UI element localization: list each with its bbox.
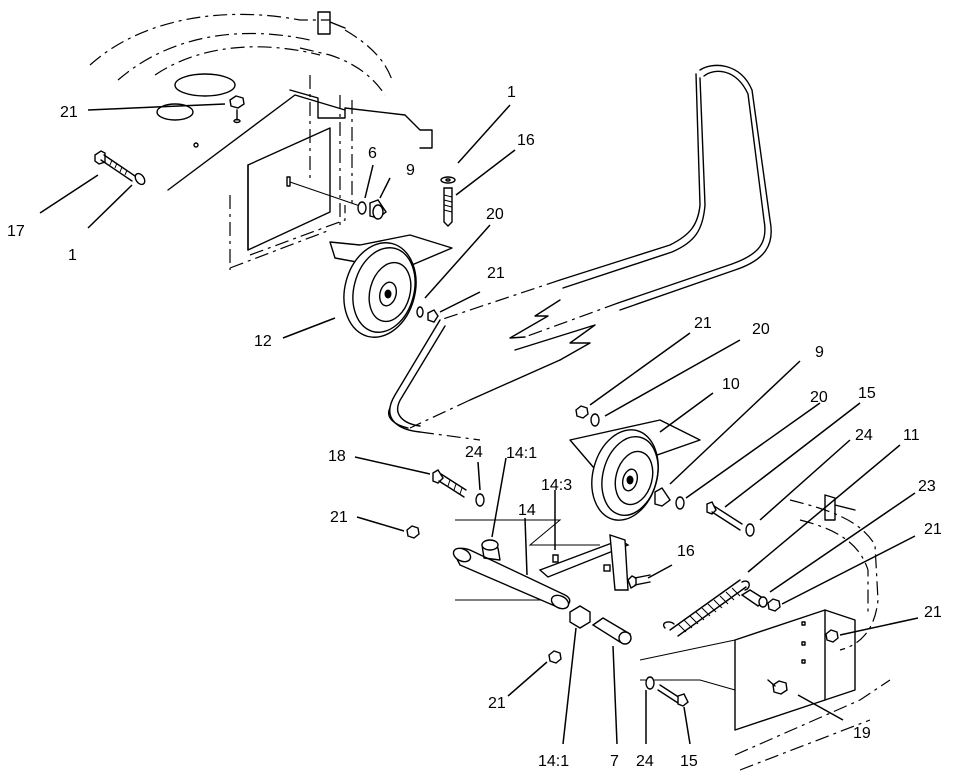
- callout: 23: [918, 478, 936, 495]
- pulley-12: [329, 234, 453, 338]
- bolt-15-bottom: [657, 684, 689, 707]
- callout: 20: [810, 389, 828, 406]
- washer-24-bottom: [645, 676, 655, 690]
- nut-21-far-right: [825, 629, 839, 643]
- nut-19: [767, 679, 788, 695]
- spacer-9-lower: [654, 487, 671, 507]
- callout: 6: [368, 145, 377, 162]
- callout: 7: [610, 753, 619, 770]
- callout: 20: [752, 321, 770, 338]
- washer-24-right: [745, 523, 755, 537]
- spring-11: [663, 579, 750, 637]
- spacer-6: [357, 201, 367, 215]
- idler-arm-14: [452, 519, 630, 610]
- nut-21-right: [767, 598, 781, 612]
- bolt-18: [432, 469, 467, 498]
- drive-belt: [388, 64, 772, 441]
- callout: 11: [903, 427, 920, 444]
- callout: 18: [328, 448, 346, 465]
- callout: 12: [254, 333, 272, 350]
- nut-21-top: [229, 95, 245, 124]
- washer-20-mid: [590, 413, 600, 427]
- upper-frame: [89, 11, 393, 270]
- nut-21-mid: [575, 405, 589, 419]
- nut-21-left: [406, 525, 420, 539]
- washer-20-lower: [675, 496, 685, 510]
- washer-24-left: [475, 493, 485, 507]
- callout: 14:1: [506, 445, 537, 462]
- spacer-23: [740, 589, 768, 608]
- callout: 14:3: [541, 477, 572, 494]
- callout: 16: [677, 543, 695, 560]
- callout: 21: [60, 104, 78, 121]
- bushing-14-1: [569, 605, 591, 629]
- callout: 19: [853, 725, 871, 742]
- callout: 21: [487, 265, 505, 282]
- callout: 21: [924, 521, 942, 538]
- bolt-15-right: [706, 501, 743, 531]
- bolt-16-upper: [440, 176, 456, 227]
- callout: 15: [680, 753, 698, 770]
- nut-21-bottom: [548, 650, 562, 664]
- callout: 14:1: [538, 753, 569, 770]
- callout: 20: [486, 206, 504, 223]
- callout: 21: [330, 509, 348, 526]
- callout-labels: 21 1 16 17 1 6 9 20 21 12 21 20 9 10 20 …: [7, 84, 942, 770]
- callout: 16: [517, 132, 535, 149]
- spacer-7: [591, 617, 632, 645]
- callout: 10: [722, 376, 740, 393]
- callout: 9: [815, 344, 824, 361]
- bolt-16-lower: [627, 574, 651, 590]
- callout: 1: [507, 84, 516, 101]
- callout: 21: [694, 315, 712, 332]
- spacer-9-top: [369, 199, 387, 220]
- callout: 21: [488, 695, 506, 712]
- callout: 17: [7, 223, 25, 240]
- callout: 15: [858, 385, 876, 402]
- callout: 1: [68, 247, 77, 264]
- callout: 24: [465, 444, 483, 461]
- pulley-10: [569, 419, 701, 521]
- callout: 24: [855, 427, 873, 444]
- leader-lines: [39, 103, 919, 745]
- callout: 24: [636, 753, 654, 770]
- lower-right-frame: [639, 494, 891, 771]
- callout: 14: [518, 502, 536, 519]
- upper-mounting-bracket: [167, 89, 433, 251]
- callout: 9: [406, 162, 415, 179]
- callout: 21: [924, 604, 942, 621]
- bolt-17: [94, 150, 146, 186]
